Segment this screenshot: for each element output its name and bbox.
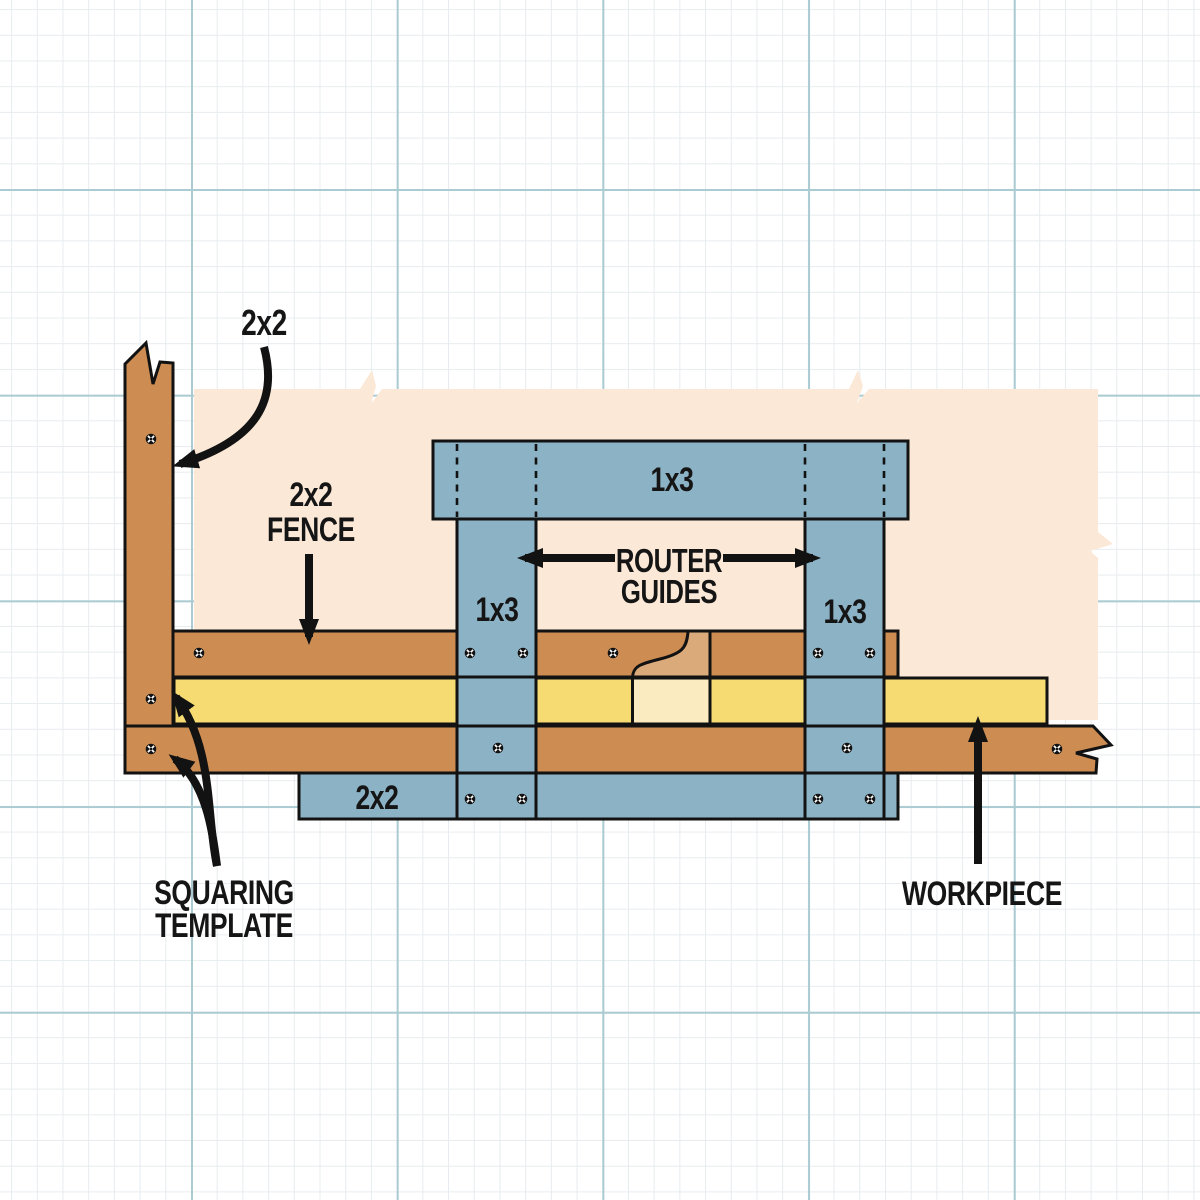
top-rail-board <box>431 439 910 521</box>
crossing-edges <box>455 675 886 775</box>
template-base-board <box>123 724 1114 775</box>
phillips-screw-icon <box>144 742 158 756</box>
left-guide-label: 1x3 <box>475 591 519 629</box>
phillips-screw-icon <box>811 792 825 806</box>
squaring-template-arrow-lower <box>168 754 221 867</box>
phillips-screw-icon <box>192 646 206 660</box>
phillips-screw-icon <box>840 741 854 755</box>
phillips-screw-icon <box>491 741 505 755</box>
workpiece-board <box>172 676 1049 726</box>
workpiece-label: WORKPIECE <box>901 875 1063 913</box>
bottom-rail-label: 2x2 <box>355 779 399 817</box>
squaring-template-label: SQUARING TEMPLATE <box>138 874 310 945</box>
phillips-screw-icon <box>606 646 620 660</box>
router-guides-label-line1: ROUTER <box>615 542 723 579</box>
break-line-s-curve <box>631 630 690 724</box>
hidden-edge-dashes <box>455 444 886 517</box>
phillips-screw-icon <box>863 646 877 660</box>
router-guides-label: ROUTER GUIDES <box>583 542 755 610</box>
phillips-screw-icon <box>144 692 158 706</box>
phillips-screw-icon <box>516 646 530 660</box>
fence-break-region <box>633 632 709 676</box>
left-router-guide-board <box>455 517 538 821</box>
phillips-screw-icon <box>863 792 877 806</box>
right-guide-label: 1x3 <box>823 593 867 631</box>
bottom-rail-board <box>297 771 900 821</box>
squaring-template-label-line2: TEMPLATE <box>155 907 293 945</box>
right-router-guide-board <box>803 517 886 821</box>
squaring-template-label-line1: SQUARING <box>154 874 294 912</box>
phillips-screw-icon <box>811 646 825 660</box>
template-post-board <box>123 339 175 775</box>
fence-label: 2x2 FENCE <box>225 478 397 548</box>
fence-label-line2: FENCE <box>267 511 355 549</box>
template-post-label: 2x2 <box>241 302 287 343</box>
top-rail-label: 1x3 <box>650 461 694 499</box>
fence-label-line1: 2x2 <box>289 476 333 514</box>
phillips-screw-icon <box>144 432 158 446</box>
phillips-screw-icon <box>463 646 477 660</box>
callout-arrows <box>168 345 988 867</box>
router-guides-label-line2: GUIDES <box>620 573 718 610</box>
phillips-screw-icon <box>1050 742 1064 756</box>
phillips-screw-icon <box>463 792 477 806</box>
workpiece-break-region <box>633 679 709 723</box>
template-post-arrow <box>172 345 273 469</box>
phillips-screw-icon <box>515 792 529 806</box>
